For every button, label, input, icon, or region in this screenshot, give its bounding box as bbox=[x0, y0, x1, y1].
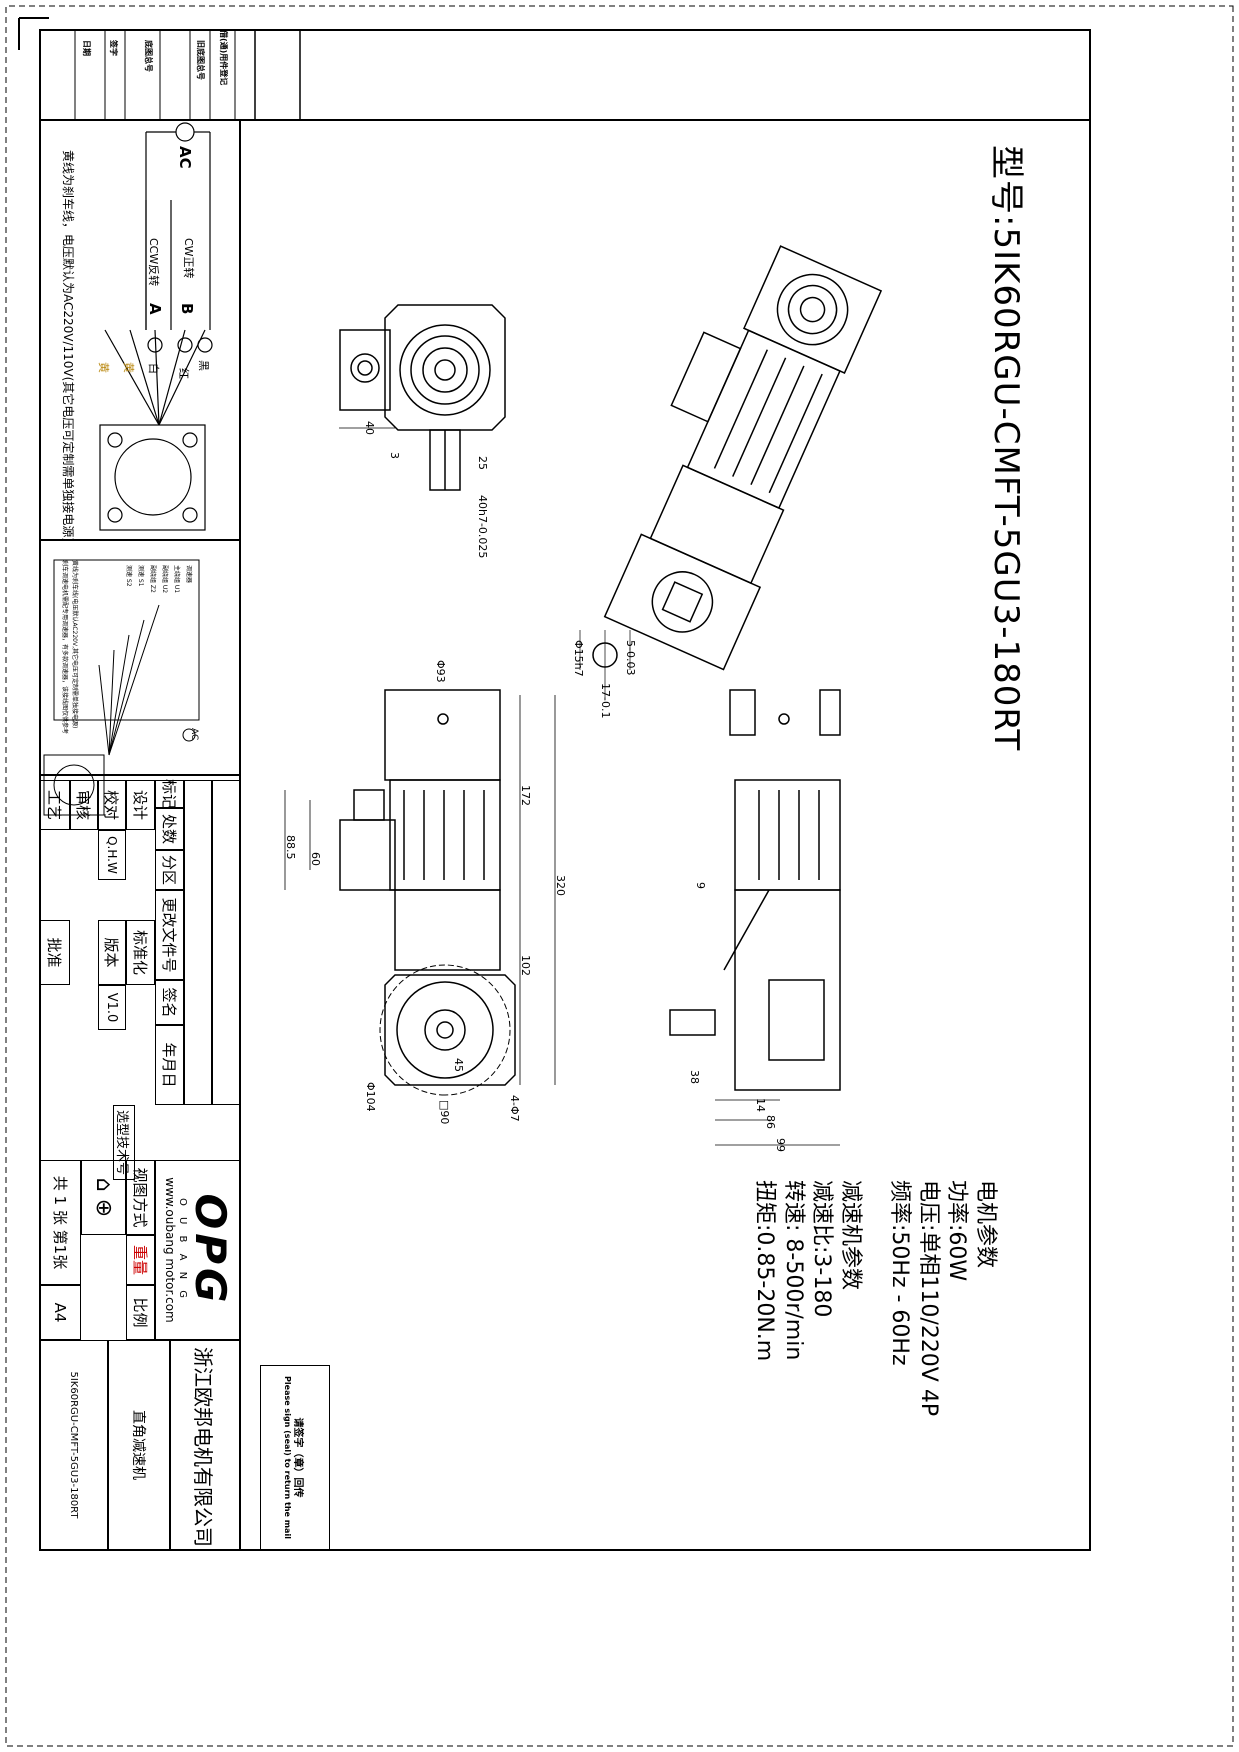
logo-subtitle: O U B A N G bbox=[177, 1197, 188, 1302]
dim-40: 40 bbox=[363, 421, 376, 435]
stamp-line1: 请签字（章）回传 bbox=[292, 1417, 303, 1498]
controller-terminals: 调速器 主绕组 U1 副绕组 U2 副绕组 Z2 测速 S1 测速 S2 bbox=[122, 565, 194, 593]
dim-9: 9 bbox=[694, 882, 707, 889]
tb-sheets: 共 1 张 第1张 bbox=[40, 1160, 81, 1285]
terminal-b-label: B bbox=[178, 303, 196, 315]
company-name: 浙江欧邦电机有限公司 bbox=[170, 1340, 240, 1550]
wiring-diagram-controller bbox=[43, 559, 200, 816]
wire-red: 红 bbox=[177, 368, 190, 379]
dim-phi93: Φ93 bbox=[434, 660, 447, 683]
dim-3: 3 bbox=[388, 452, 401, 459]
term-z2: 副绕组 Z2 bbox=[149, 565, 156, 593]
dim-phi104: Φ104 bbox=[364, 1082, 377, 1112]
side-view-side bbox=[669, 689, 841, 1146]
logo-box: OPG O U B A N G www.oubang motor.com bbox=[155, 1160, 240, 1340]
drawing-number: 5IK60RGU-CMFT-5GU3-180RT bbox=[40, 1340, 108, 1550]
tb-review: 审核 bbox=[70, 780, 98, 830]
dim-88-5: 88.5 bbox=[284, 835, 297, 860]
opg-logo: OPG bbox=[186, 1193, 235, 1307]
tb-process: 工艺 bbox=[40, 780, 70, 830]
controller-label: 调速器 bbox=[185, 565, 192, 584]
stamp-line2: Please sign (seal) to return the mail bbox=[283, 1376, 292, 1539]
dim-45: 45 bbox=[452, 1058, 465, 1072]
return-stamp-box: 请签字（章）回传 Please sign (seal) to return th… bbox=[260, 1365, 330, 1550]
term-u1: 主绕组 U1 bbox=[173, 565, 180, 594]
terminal-a-label: A bbox=[146, 303, 164, 315]
dim-key17: 17-0.1 bbox=[599, 683, 612, 719]
tb-design: 设计 bbox=[126, 780, 155, 830]
website: www.oubang motor.com bbox=[163, 1177, 177, 1323]
dim-38: 38 bbox=[688, 1070, 701, 1084]
dim-60: 60 bbox=[309, 852, 322, 866]
ac-label: AC bbox=[176, 146, 194, 169]
wire-black: 黑 bbox=[197, 360, 210, 371]
shaft-section bbox=[579, 630, 631, 700]
dim-sq90: □90 bbox=[438, 1100, 451, 1125]
tb-weight: 重量 bbox=[126, 1235, 155, 1285]
end-view bbox=[339, 304, 506, 491]
dim-102: 102 bbox=[519, 955, 532, 976]
tb-row-empty-2 bbox=[184, 780, 212, 1105]
tb-version-value: V1.0 bbox=[98, 985, 126, 1030]
dim-172: 172 bbox=[519, 785, 532, 806]
ac2-label: AC bbox=[189, 728, 199, 741]
dim-86: 86 bbox=[764, 1115, 777, 1129]
tb-approve: 批准 bbox=[40, 920, 70, 985]
tb-count: 处数 bbox=[155, 808, 184, 850]
wire-white: 白 bbox=[147, 363, 160, 374]
dim-key5: 5-0.03 bbox=[624, 640, 637, 676]
ccw-label: CCW反转 bbox=[147, 238, 160, 287]
tb-check-value: Q.H.W bbox=[98, 830, 126, 880]
wire-yellow-1: 黄 bbox=[122, 362, 135, 373]
dim-320: 320 bbox=[554, 875, 567, 896]
projection-symbol-icon: ⌂ ⊕ bbox=[81, 1160, 126, 1235]
dim-14: 14 bbox=[754, 1098, 767, 1112]
term-s2: 测速 S2 bbox=[125, 565, 132, 587]
tb-check: 校对 bbox=[98, 780, 126, 830]
tb-row-empty-1 bbox=[212, 780, 240, 1105]
dim-holes: 4-Φ7 bbox=[508, 1095, 521, 1122]
tb-scale: 比例 bbox=[126, 1285, 155, 1340]
tb-view-method: 视图方式 bbox=[126, 1160, 155, 1235]
term-u2: 副绕组 U2 bbox=[161, 565, 168, 594]
term-s1: 测速 S1 bbox=[137, 565, 144, 587]
tb-change-doc: 更改文件号 bbox=[155, 890, 184, 980]
tb-standard: 标准化 bbox=[126, 920, 155, 985]
product-name: 直角减速机 bbox=[108, 1340, 170, 1550]
wire-yellow-2: 黄 bbox=[97, 362, 110, 373]
cw-label: CW正转 bbox=[182, 238, 195, 279]
isometric-view bbox=[603, 245, 883, 671]
tb-mark: 标记 bbox=[155, 779, 184, 809]
wiring-note-2-line2: 刹车调速电机需配专用调速器，有多款调速器，该接线图仅供参考 bbox=[61, 560, 68, 735]
dim-shaft-fit: 40h7-0.025 bbox=[476, 495, 489, 559]
side-view-front bbox=[284, 689, 556, 1096]
tb-version: 版本 bbox=[98, 920, 126, 985]
wiring-diagram-ac bbox=[99, 122, 213, 531]
tb-paper: A4 bbox=[40, 1285, 81, 1340]
dim-phi15: Φ15h7 bbox=[572, 640, 585, 677]
tb-sign: 签名 bbox=[155, 980, 184, 1025]
wiring-note-2: 黄线为刹车线(电压默认AC220V,其它电压可定制需单独接电源) 刹车调速电机需… bbox=[59, 560, 79, 734]
dim-99: 99 bbox=[774, 1138, 787, 1152]
tb-date: 年月日 bbox=[155, 1025, 184, 1105]
tb-zone: 分区 bbox=[155, 850, 184, 890]
wiring-note: 黄线为刹车线，电压默认为AC220V/110V(其它电压可定制需单独接电源) bbox=[61, 150, 75, 543]
wiring-note-2-line1: 黄线为刹车线(电压默认AC220V,其它电压可定制需单独接电源) bbox=[71, 560, 78, 729]
dim-25: 25 bbox=[476, 456, 489, 470]
